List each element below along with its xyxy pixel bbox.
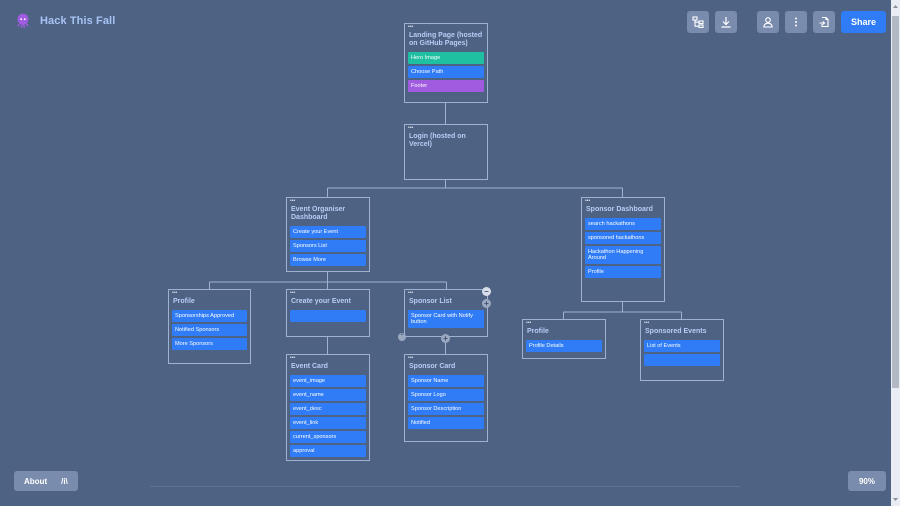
- node-profile-sponsor[interactable]: ••• Profile Profile Details: [522, 319, 606, 359]
- node-item[interactable]: event_link: [290, 417, 366, 429]
- node-handle-icon[interactable]: •••: [526, 320, 532, 326]
- node-sponsor-list[interactable]: ••• Sponsor List Sponsor Card with Notif…: [404, 289, 488, 337]
- zoom-level-button[interactable]: 90%: [847, 471, 886, 491]
- node-title: Sponsor Card: [409, 363, 456, 370]
- node-item[interactable]: Profile: [585, 266, 661, 278]
- node-title: Login (hosted on Vercel): [409, 133, 466, 148]
- collapse-children-button[interactable]: ⌃: [398, 333, 406, 341]
- node-item[interactable]: Hackathon Happening Around: [585, 246, 661, 264]
- node-item[interactable]: Sponsorships Approved: [172, 310, 247, 322]
- node-handle-icon[interactable]: •••: [408, 24, 414, 30]
- node-item[interactable]: Notified: [408, 417, 484, 429]
- node-handle-icon[interactable]: •••: [290, 198, 296, 204]
- scroll-down-arrow-icon[interactable]: [891, 496, 900, 504]
- node-title: Sponsor Dashboard: [586, 206, 653, 213]
- node-handle-icon[interactable]: •••: [644, 320, 650, 326]
- node-item-empty[interactable]: [290, 310, 366, 322]
- node-item[interactable]: search hackathons: [585, 218, 661, 230]
- node-event-organiser-dashboard[interactable]: ••• Event Organiser Dashboard Create you…: [286, 197, 370, 272]
- node-handle-icon[interactable]: •••: [408, 125, 414, 131]
- brand[interactable]: Hack This Fall: [14, 12, 115, 30]
- node-title: Event Organiser Dashboard: [291, 206, 346, 221]
- node-item[interactable]: Sponsor Name: [408, 375, 484, 387]
- user-button[interactable]: [756, 11, 779, 33]
- node-title: Profile: [173, 298, 195, 305]
- vertical-scrollbar[interactable]: [891, 0, 900, 506]
- node-item[interactable]: Create your Event: [290, 226, 366, 238]
- node-title: Profile: [527, 328, 549, 335]
- sitemap-icon: [692, 16, 704, 28]
- node-sponsored-events[interactable]: ••• Sponsored Events List of Events: [640, 319, 724, 381]
- scrollbar-thumb[interactable]: [892, 16, 899, 388]
- node-title: Landing Page (hosted on GitHub Pages): [409, 32, 483, 47]
- node-item[interactable]: Profile Details: [526, 340, 602, 352]
- node-landing-page[interactable]: ••• Landing Page (hosted on GitHub Pages…: [404, 23, 488, 103]
- node-handle-icon[interactable]: •••: [172, 290, 178, 296]
- node-item[interactable]: Choose Path: [408, 66, 484, 78]
- node-item[interactable]: Sponsors List: [290, 240, 366, 252]
- node-handle-icon[interactable]: •••: [290, 355, 296, 361]
- about-button[interactable]: About /i\: [14, 471, 78, 491]
- export-button[interactable]: [812, 11, 835, 33]
- node-item[interactable]: Notified Sponsors: [172, 324, 247, 336]
- node-item[interactable]: event_image: [290, 375, 366, 387]
- node-item[interactable]: Browse More: [290, 254, 366, 266]
- node-item[interactable]: Sponsor Logo: [408, 389, 484, 401]
- node-title: Create your Event: [291, 298, 351, 305]
- edge-login-dashboards: [327, 180, 623, 197]
- node-handle-icon[interactable]: •••: [585, 198, 591, 204]
- node-item[interactable]: sponsored hackathons: [585, 232, 661, 244]
- node-item[interactable]: List of Events: [644, 340, 720, 352]
- node-title: Sponsor List: [409, 298, 452, 305]
- node-item[interactable]: event_desc: [290, 403, 366, 415]
- add-child-button[interactable]: +: [441, 334, 450, 343]
- toolbar: Share: [686, 11, 886, 33]
- node-item[interactable]: approval: [290, 445, 366, 457]
- node-title: Sponsored Events: [645, 328, 707, 335]
- canvas-bottom-divider: [150, 486, 740, 487]
- node-item[interactable]: Footer: [408, 80, 484, 92]
- node-title: Event Card: [291, 363, 328, 370]
- collapse-node-button[interactable]: –: [482, 287, 491, 296]
- share-button[interactable]: Share: [840, 11, 886, 33]
- node-handle-icon[interactable]: •••: [408, 355, 414, 361]
- node-item-empty[interactable]: [644, 354, 720, 366]
- about-glyph-icon: /i\: [61, 476, 68, 486]
- download-button[interactable]: [714, 11, 737, 33]
- node-item[interactable]: More Sponsors: [172, 338, 247, 350]
- node-item[interactable]: event_name: [290, 389, 366, 401]
- octopus-logo-icon: [17, 13, 29, 29]
- scroll-up-arrow-icon[interactable]: [891, 2, 900, 10]
- node-sponsor-card[interactable]: ••• Sponsor Card Sponsor Name Sponsor Lo…: [404, 354, 488, 442]
- about-label: About: [24, 476, 48, 486]
- node-item[interactable]: Sponsor Description: [408, 403, 484, 415]
- node-create-your-event[interactable]: ••• Create your Event: [286, 289, 370, 337]
- node-event-card[interactable]: ••• Event Card event_image event_name ev…: [286, 354, 370, 461]
- node-handle-icon[interactable]: •••: [290, 290, 296, 296]
- node-sponsor-dashboard[interactable]: ••• Sponsor Dashboard search hackathons …: [581, 197, 665, 302]
- node-profile-organiser[interactable]: ••• Profile Sponsorships Approved Notifi…: [168, 289, 251, 364]
- add-sibling-button[interactable]: +: [482, 299, 491, 308]
- diagram-view-button[interactable]: [686, 11, 709, 33]
- user-icon: [763, 17, 773, 28]
- node-handle-icon[interactable]: •••: [408, 290, 414, 296]
- edge-organiser-children: [209, 272, 447, 289]
- more-options-button[interactable]: [784, 11, 807, 33]
- edge-sponsordash-children: [563, 302, 682, 319]
- node-item[interactable]: Sponsor Card with Notify button: [408, 310, 484, 328]
- more-vertical-icon: [794, 17, 797, 27]
- node-login[interactable]: ••• Login (hosted on Vercel): [404, 124, 488, 180]
- export-file-icon: [819, 16, 829, 28]
- download-icon: [721, 17, 731, 28]
- app-title: Hack This Fall: [40, 15, 116, 27]
- node-item[interactable]: Hero Image: [408, 52, 484, 64]
- node-item[interactable]: current_sponsors: [290, 431, 366, 443]
